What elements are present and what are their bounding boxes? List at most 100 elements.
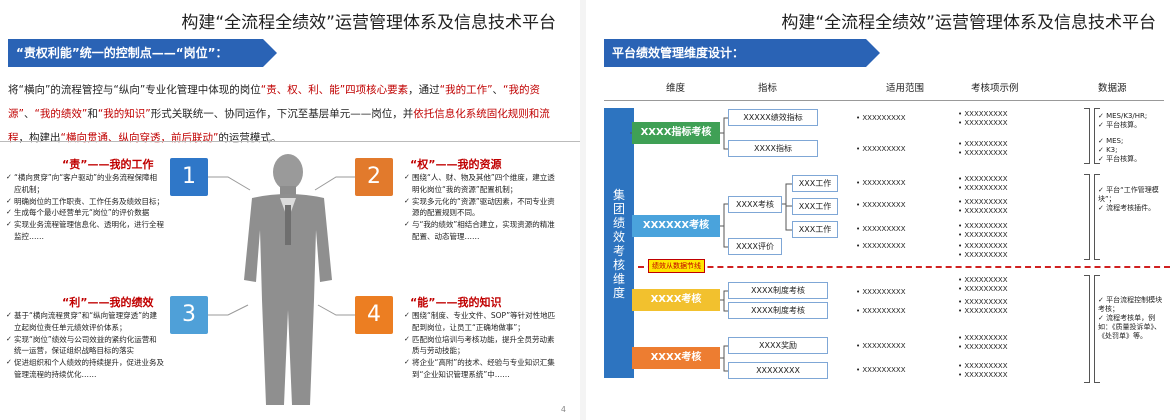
indicator-6: XXX工作 bbox=[792, 221, 838, 238]
list-item: 与“我的绩效”相结合建立，实现资源的精准配置、动态管理…… bbox=[404, 219, 556, 243]
vertical-label-text: 集团绩效考核维度 bbox=[612, 188, 625, 300]
indicator-1: XXXXX绩效指标 bbox=[728, 109, 818, 126]
header-dimension: 维度 bbox=[666, 83, 686, 94]
example-cell: • XXXXXXXXX• XXXXXXXXX bbox=[958, 334, 1008, 351]
source-cell-3: ✓ 平台“工作管理模块”；✓ 流程考核插件。 bbox=[1098, 186, 1159, 212]
indicator-2: XXXX指标 bbox=[728, 140, 818, 157]
quadrant-number-3: 3 bbox=[170, 296, 208, 334]
example-cell: • XXXXXXXXX• XXXXXXXXX bbox=[958, 276, 1008, 293]
example-cell: • XXXXXXXXX• XXXXXXXXX bbox=[958, 198, 1008, 215]
list-item: 生成每个最小经营单元“岗位”的评价数据 bbox=[6, 207, 164, 219]
scope-cell: • XXXXXXXXX bbox=[856, 288, 906, 296]
example-cell: • XXXXXXXXX• XXXXXXXXX bbox=[958, 110, 1008, 127]
bracket bbox=[1094, 108, 1100, 164]
bracket bbox=[1084, 108, 1090, 164]
header-indicator: 指标 bbox=[758, 83, 778, 94]
header-example: 考核项示例 bbox=[971, 83, 1019, 94]
scope-cell: • XXXXXXXXX bbox=[856, 201, 906, 209]
quadrant-list-4: 围绕“制度、专业文件、SOP”等针对性地匹配到岗位，让员工“正确地做事”； 匹配… bbox=[404, 310, 556, 381]
intro-segment: 、 bbox=[492, 84, 504, 96]
source-cell-1: ✓ MES/K3/HR;✓ 平台核算。 bbox=[1098, 112, 1148, 129]
scope-cell: • XXXXXXXXX bbox=[856, 366, 906, 374]
scope-cell: • XXXXXXXXX bbox=[856, 242, 906, 250]
list-item: 将企业“高附”的技术、经验与专业知识汇集到“企业知识管理系统”中…… bbox=[404, 357, 556, 381]
scope-cell: • XXXXXXXXX bbox=[856, 342, 906, 350]
indicator-7: XXXX评价 bbox=[728, 238, 782, 255]
indicator-4: XXX工作 bbox=[792, 175, 838, 192]
indicator-10: XXXX奖励 bbox=[728, 337, 828, 354]
scope-cell: • XXXXXXXXX bbox=[856, 225, 906, 233]
list-item: 实现业务流程管理信息化、透明化，进行全程监控…… bbox=[6, 219, 164, 243]
bracket bbox=[1094, 275, 1100, 383]
list-item: 匹配岗位培训与考核功能，提升全员劳动素质与劳动技能； bbox=[404, 334, 556, 358]
connector-lines bbox=[208, 176, 355, 316]
list-item: 实现“岗位”绩效与公司效益的紧约化运营和统一运营，保证组织战略目标的落实 bbox=[6, 334, 164, 358]
intro-segment: 将“横向”的流程管控与“纵向”专业化管理中体现的岗位 bbox=[8, 84, 261, 96]
data-boundary-label: 绩效从数据节线 bbox=[648, 259, 705, 273]
category-1: XXXX指标考核 bbox=[632, 122, 720, 144]
bracket bbox=[1094, 174, 1100, 260]
intro-segment: —岗位，并 bbox=[360, 108, 414, 120]
intro-segment: 、 bbox=[23, 108, 35, 120]
indicator-3: XXXX考核 bbox=[728, 196, 782, 213]
quadrant-number-2: 2 bbox=[355, 158, 393, 196]
quadrant-list-2: 围绕“人、财、物及其他”四个维度，建立透明化岗位“我的资源”配置机制； 实现多元… bbox=[404, 172, 556, 243]
page-number: 4 bbox=[560, 405, 566, 414]
example-cell: • XXXXXXXXX• XXXXXXXXX bbox=[958, 362, 1008, 379]
header-scope: 适用范围 bbox=[886, 83, 925, 94]
indicator-9: XXXX制度考核 bbox=[728, 302, 828, 319]
intro-segment: “我的绩效” bbox=[34, 108, 88, 120]
indicator-8: XXXX制度考核 bbox=[728, 282, 828, 299]
intro-segment: 和 bbox=[87, 108, 98, 120]
slide-title: 构建“全流程全绩效”运营管理体系及信息技术平台 bbox=[181, 13, 556, 33]
quadrant-list-3: 基于“横向流程贯穿”和“纵向管理穿透”的建立起岗位责任单元绩效评价体系； 实现“… bbox=[6, 310, 164, 381]
list-item: “横向贯穿”向“客户驱动”的业务流程保障相应机制； bbox=[6, 172, 164, 196]
list-item: 实现多元化的“资源”驱动因素，不同专业资源的配置规则不同。 bbox=[404, 196, 556, 220]
slide-divider bbox=[580, 0, 586, 420]
category-4: XXXX考核 bbox=[632, 347, 720, 369]
header-source: 数据源 bbox=[1098, 83, 1127, 94]
example-cell: • XXXXXXXXX• XXXXXXXXX bbox=[958, 140, 1008, 157]
vertical-dimension-label: 集团绩效考核维度 bbox=[604, 108, 634, 378]
slide-title: 构建“全流程全绩效”运营管理体系及信息技术平台 bbox=[781, 13, 1156, 33]
example-cell: • XXXXXXXXX• XXXXXXXXX bbox=[958, 242, 1008, 259]
example-cell: • XXXXXXXXX• XXXXXXXXX bbox=[958, 175, 1008, 192]
list-item: 明确岗位的工作职责、工作任务及绩效目标； bbox=[6, 196, 164, 208]
source-cell-4: ✓ 平台流程控制模块考核；✓ 流程考核单，例如：《质量投诉单》、《处罚单》等。 bbox=[1098, 296, 1163, 340]
quadrant-title-2: “权”——我的资源 bbox=[410, 158, 502, 171]
bracket bbox=[1084, 174, 1090, 260]
indicator-5: XXX工作 bbox=[792, 198, 838, 215]
source-cell-2: ✓ MES;✓ K3;✓ 平台核算。 bbox=[1098, 137, 1142, 163]
quadrant-title-3: “利”——我的绩效 bbox=[62, 296, 154, 309]
list-item: 促进组织和个人绩效的持续提升，促进业务及管理流程的持续优化…… bbox=[6, 357, 164, 381]
intro-segment: “我的工作” bbox=[439, 84, 493, 96]
data-boundary-line bbox=[638, 266, 1170, 268]
scope-cell: • XXXXXXXXX bbox=[856, 114, 906, 122]
quadrant-list-1: “横向贯穿”向“客户驱动”的业务流程保障相应机制； 明确岗位的工作职责、工作任务… bbox=[6, 172, 164, 243]
quadrant-title-4: “能”——我的知识 bbox=[410, 296, 502, 309]
scope-cell: • XXXXXXXXX bbox=[856, 145, 906, 153]
intro-segment: 依托信息化系统固化规则和流程 bbox=[8, 108, 550, 144]
tree-connectors bbox=[630, 117, 792, 372]
left-slide: 构建“全流程全绩效”运营管理体系及信息技术平台 “责权利能”统一的控制点——“岗… bbox=[0, 0, 580, 420]
intro-segment: “我的资源” bbox=[8, 84, 540, 120]
category-3: XXXX考核 bbox=[632, 289, 720, 311]
section-banner: “责权利能”统一的控制点——“岗位”： bbox=[8, 39, 277, 67]
list-item: 基于“横向流程贯穿”和“纵向管理穿透”的建立起岗位责任单元绩效评价体系； bbox=[6, 310, 164, 334]
example-cell: • XXXXXXXXX• XXXXXXXXX bbox=[958, 222, 1008, 239]
quadrant-number-1: 1 bbox=[170, 158, 208, 196]
scope-cell: • XXXXXXXXX bbox=[856, 307, 906, 315]
intro-segment: “我的知识” bbox=[97, 108, 151, 120]
intro-segment: “责、权、利、能”四项核心要素 bbox=[260, 84, 409, 96]
quadrant-number-4: 4 bbox=[355, 296, 393, 334]
bracket bbox=[1084, 275, 1090, 383]
header-underline bbox=[604, 100, 1164, 101]
person-silhouette-icon bbox=[244, 154, 332, 405]
scope-cell: • XXXXXXXXX bbox=[856, 179, 906, 187]
section-banner: 平台绩效管理维度设计： bbox=[604, 39, 880, 67]
divider-line bbox=[0, 141, 580, 142]
intro-segment: ，通过 bbox=[408, 84, 440, 96]
example-cell: • XXXXXXXXX• XXXXXXXXX bbox=[958, 298, 1008, 315]
intro-segment: 形式关联统一、协同运作，下沉至基层单元— bbox=[150, 108, 361, 120]
quadrant-title-1: “责”——我的工作 bbox=[62, 158, 154, 171]
